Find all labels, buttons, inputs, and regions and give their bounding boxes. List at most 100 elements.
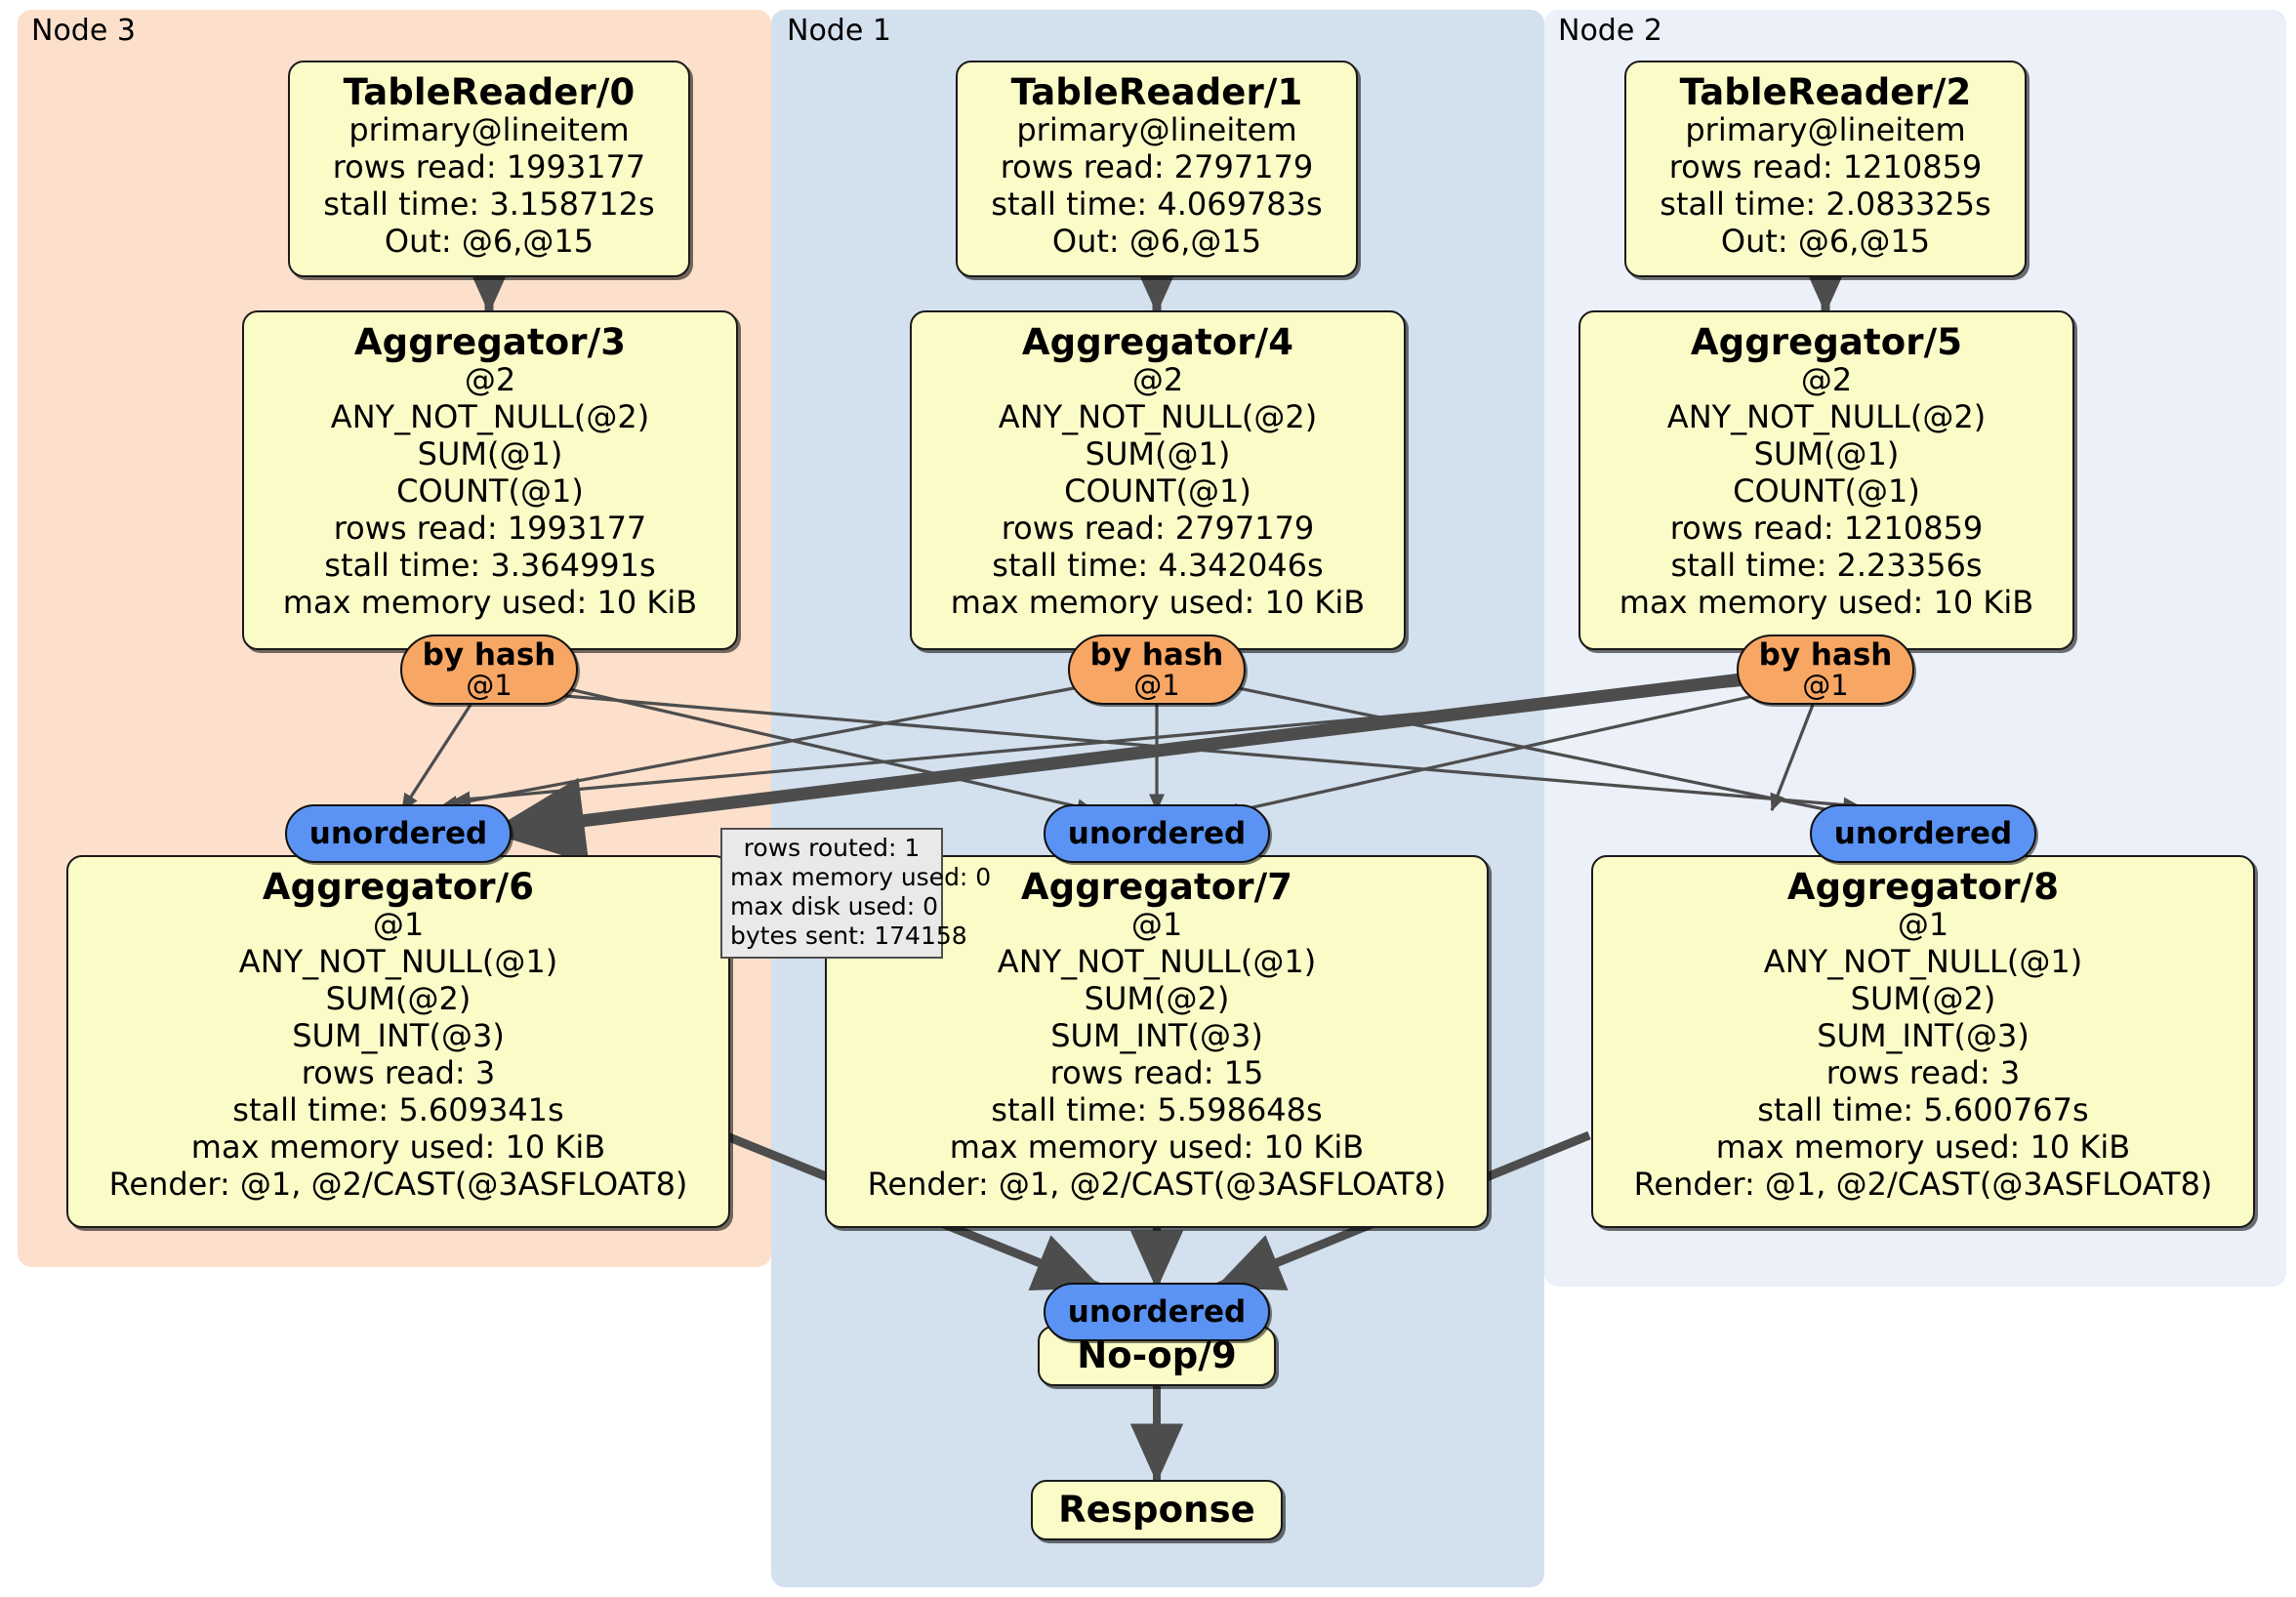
router-by-hash-node-3[interactable]: by hash @1 [400, 635, 578, 705]
node-detail: primary@lineitem [1016, 111, 1297, 149]
node-detail: SUM(@1) [417, 435, 563, 473]
router-unordered-node-3[interactable]: unordered [285, 804, 512, 863]
node-detail: SUM(@1) [1085, 435, 1231, 473]
node-detail: rows read: 1210859 [1668, 148, 1983, 186]
stat-rows-routed: rows routed: 1 [743, 834, 921, 862]
node-detail: SUM(@2) [325, 980, 472, 1018]
router-unordered-node-1[interactable]: unordered [1044, 804, 1270, 863]
node-detail: Render: @1, @2/CAST(@3ASFLOAT8) [867, 1165, 1447, 1203]
node-detail: stall time: 4.069783s [991, 185, 1323, 224]
node-detail: stall time: 5.600767s [1757, 1090, 2089, 1128]
node-detail: Render: @1, @2/CAST(@3ASFLOAT8) [1633, 1165, 2213, 1203]
node-detail: max memory used: 10 KiB [190, 1127, 606, 1166]
node-detail: @1 [1897, 906, 1949, 944]
node-detail: rows read: 1993177 [333, 510, 647, 548]
node-title: TableReader/2 [1679, 71, 1972, 113]
router-title: unordered [1067, 1293, 1247, 1330]
node-title: Aggregator/6 [262, 866, 535, 908]
router-unordered-node-2[interactable]: unordered [1810, 804, 2036, 863]
processor-aggregator-5[interactable]: Aggregator/5 @2 ANY_NOT_NULL(@2) SUM(@1)… [1578, 310, 2074, 650]
node-title: Aggregator/4 [1021, 321, 1294, 363]
node-detail: stall time: 5.598648s [991, 1090, 1323, 1128]
cluster-node-2-label: Node 2 [1558, 14, 1662, 48]
cluster-node-1-label: Node 1 [787, 14, 891, 48]
node-detail: stall time: 2.083325s [1660, 185, 1991, 224]
node-detail: @1 [1130, 906, 1183, 944]
router-title: unordered [1833, 815, 2013, 851]
node-detail: rows read: 1993177 [332, 148, 646, 186]
router-subtitle: @1 [466, 669, 512, 703]
router-title: unordered [308, 815, 488, 851]
processor-aggregator-3[interactable]: Aggregator/3 @2 ANY_NOT_NULL(@2) SUM(@1)… [242, 310, 738, 650]
router-subtitle: @1 [1802, 669, 1849, 703]
node-detail: stall time: 3.364991s [324, 546, 656, 584]
node-detail: @2 [1131, 361, 1184, 399]
node-detail: rows read: 3 [301, 1054, 496, 1092]
node-detail: COUNT(@1) [1064, 472, 1251, 511]
node-detail: rows read: 2797179 [1001, 510, 1315, 548]
node-detail: COUNT(@1) [1733, 472, 1920, 511]
node-detail: @1 [372, 906, 425, 944]
node-title: TableReader/1 [1010, 71, 1303, 113]
router-by-hash-node-1[interactable]: by hash @1 [1068, 635, 1246, 705]
node-detail: SUM(@2) [1850, 980, 1996, 1018]
router-subtitle: @1 [1133, 669, 1180, 703]
processor-no-op-9[interactable]: No-op/9 [1038, 1326, 1276, 1386]
node-detail: SUM(@2) [1084, 980, 1230, 1018]
stat-max-memory-used: max memory used: 0 [730, 863, 992, 891]
edge-stats-box: rows routed: 1 max memory used: 0 max di… [720, 828, 992, 959]
node-detail: SUM_INT(@3) [1050, 1017, 1263, 1055]
node-detail: Out: @6,@15 [1720, 223, 1931, 261]
node-detail: max memory used: 10 KiB [949, 1127, 1365, 1166]
node-detail: max memory used: 10 KiB [1715, 1127, 2131, 1166]
processor-aggregator-4[interactable]: Aggregator/4 @2 ANY_NOT_NULL(@2) SUM(@1)… [910, 310, 1406, 650]
node-detail: stall time: 4.342046s [992, 546, 1324, 584]
processor-aggregator-6[interactable]: Aggregator/6 @1 ANY_NOT_NULL(@1) SUM(@2)… [66, 855, 730, 1228]
node-detail: SUM_INT(@3) [1817, 1017, 2030, 1055]
processor-tablereader-2[interactable]: TableReader/2 primary@lineitem rows read… [1624, 61, 2027, 277]
node-detail: max memory used: 10 KiB [1619, 583, 2034, 621]
node-detail: stall time: 5.609341s [232, 1090, 564, 1128]
processor-response[interactable]: Response [1031, 1480, 1283, 1540]
node-detail: max memory used: 10 KiB [950, 583, 1366, 621]
processor-aggregator-7[interactable]: Aggregator/7 @1 ANY_NOT_NULL(@1) SUM(@2)… [825, 855, 1489, 1228]
router-title: unordered [1067, 815, 1247, 851]
node-detail: stall time: 2.23356s [1670, 546, 1983, 584]
node-detail: max memory used: 10 KiB [282, 583, 698, 621]
node-title: Aggregator/5 [1690, 321, 1963, 363]
node-detail: rows read: 15 [1049, 1054, 1264, 1092]
node-detail: SUM(@1) [1753, 435, 1900, 473]
processor-tablereader-0[interactable]: TableReader/0 primary@lineitem rows read… [288, 61, 690, 277]
processor-tablereader-1[interactable]: TableReader/1 primary@lineitem rows read… [956, 61, 1358, 277]
node-title: Aggregator/7 [1020, 866, 1293, 908]
router-title: by hash [1758, 636, 1893, 673]
node-detail: rows read: 3 [1825, 1054, 2021, 1092]
node-title: Response [1058, 1489, 1255, 1532]
stat-max-disk-used: max disk used: 0 [730, 892, 939, 921]
node-detail: primary@lineitem [348, 111, 630, 149]
node-detail: Out: @6,@15 [384, 223, 594, 261]
router-title: by hash [1089, 636, 1224, 673]
node-title: TableReader/0 [343, 71, 636, 113]
node-detail: Out: @6,@15 [1051, 223, 1262, 261]
node-title: Aggregator/8 [1786, 866, 2060, 908]
router-by-hash-node-2[interactable]: by hash @1 [1737, 635, 1914, 705]
node-detail: rows read: 1210859 [1669, 510, 1984, 548]
node-detail: ANY_NOT_NULL(@2) [998, 398, 1318, 436]
node-detail: COUNT(@1) [396, 472, 584, 511]
node-detail: @2 [464, 361, 516, 399]
node-detail: @2 [1800, 361, 1853, 399]
processor-aggregator-8[interactable]: Aggregator/8 @1 ANY_NOT_NULL(@1) SUM(@2)… [1591, 855, 2255, 1228]
node-detail: stall time: 3.158712s [323, 185, 655, 224]
node-detail: ANY_NOT_NULL(@2) [330, 398, 650, 436]
node-detail: primary@lineitem [1685, 111, 1966, 149]
router-unordered-final[interactable]: unordered [1044, 1283, 1270, 1341]
node-detail: SUM_INT(@3) [292, 1017, 505, 1055]
stat-bytes-sent: bytes sent: 174158 [730, 921, 967, 950]
node-title: Aggregator/3 [353, 321, 627, 363]
node-detail: rows read: 2797179 [1000, 148, 1314, 186]
node-detail: ANY_NOT_NULL(@1) [238, 943, 558, 981]
router-title: by hash [422, 636, 556, 673]
node-detail: ANY_NOT_NULL(@1) [997, 943, 1317, 981]
